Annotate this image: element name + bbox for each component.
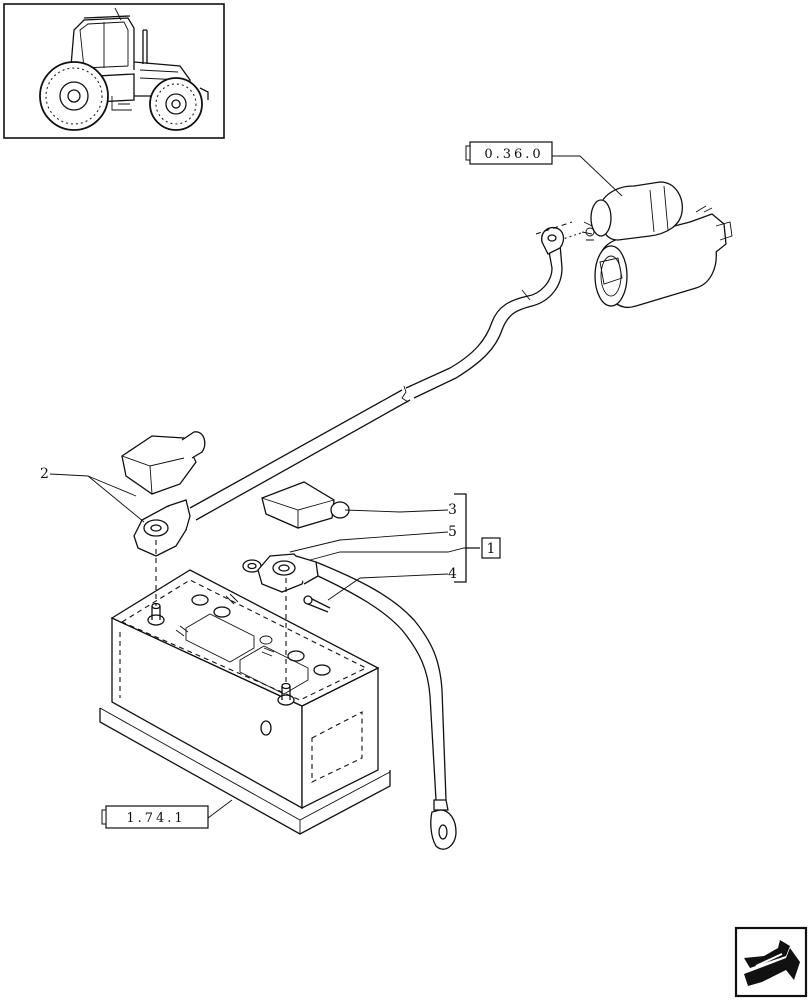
clamp-negative (242, 553, 331, 613)
clamp-positive (133, 499, 191, 557)
battery (99, 569, 391, 835)
callout-1-box: 1 (481, 537, 501, 559)
callout-3: 3 (448, 502, 457, 518)
starter-ref-label: 0.36.0 (484, 147, 543, 162)
callout-2: 2 (40, 466, 49, 482)
negative-cable (315, 561, 457, 850)
starter-motor (559, 181, 733, 308)
callout-1: 1 (487, 541, 496, 557)
ref-box-battery[interactable]: 1.74.1 (101, 805, 209, 829)
assembly-lines (155, 221, 573, 686)
ref-box-starter[interactable]: 0.36.0 (465, 141, 553, 165)
callout-bracket (454, 493, 480, 583)
tractor-thumbnail-icon[interactable] (3, 3, 225, 139)
battery-ref-label: 1.74.1 (126, 811, 185, 826)
terminal-cover-3 (261, 481, 350, 529)
callout-4: 4 (448, 566, 457, 582)
terminal-cover-2 (121, 431, 206, 495)
positive-cable (189, 226, 565, 521)
next-page-arrow-icon[interactable] (734, 926, 808, 998)
callout-5: 5 (448, 524, 457, 540)
